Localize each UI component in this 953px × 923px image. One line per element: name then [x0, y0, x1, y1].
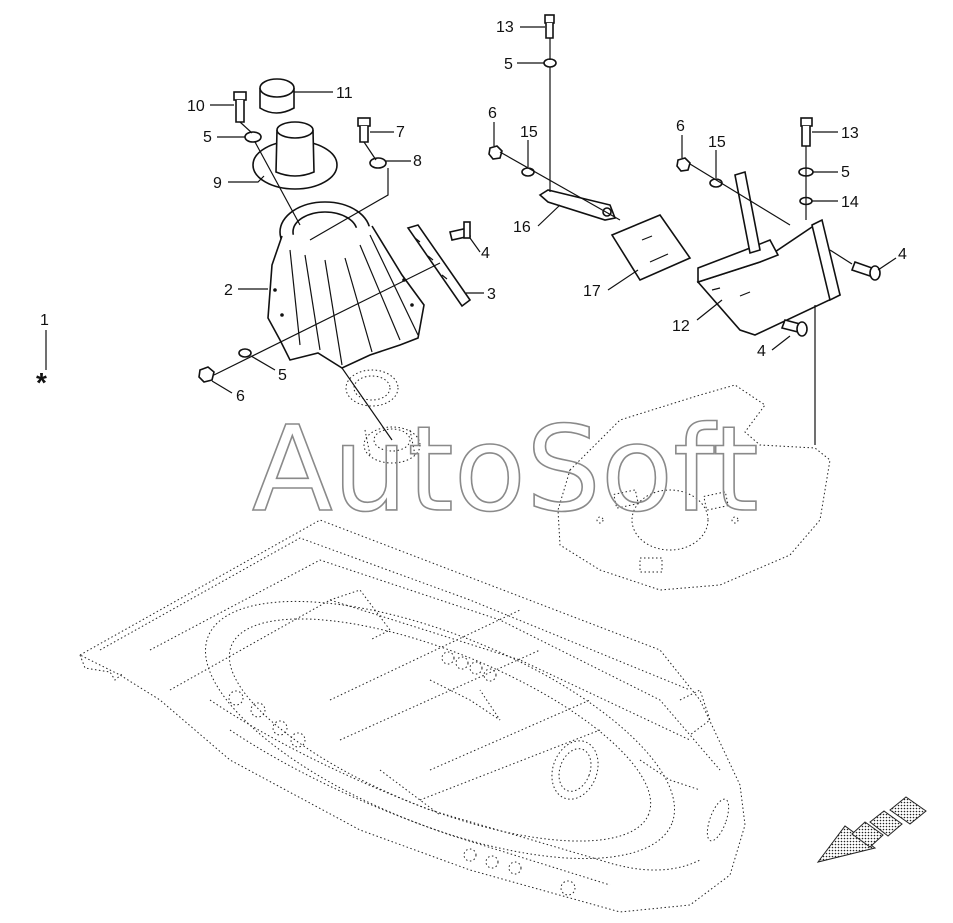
callout-15-right: 15: [708, 134, 726, 151]
spout-flange: [252, 121, 338, 190]
chassis-frame: [78, 519, 746, 913]
cap-11: [259, 78, 295, 114]
callout-5-top: 5: [504, 56, 513, 73]
callout-4-right-upper: 4: [898, 246, 907, 263]
callouts: 1 * 13 5 10 11 5 7 8 9 2 4 3: [36, 19, 907, 405]
callout-15-middle: 15: [520, 124, 538, 141]
callout-6-bottom: 6: [236, 388, 245, 405]
callout-8: 8: [413, 153, 422, 170]
callout-14: 14: [841, 194, 859, 211]
callout-9: 9: [213, 175, 222, 192]
callout-11: 11: [336, 85, 353, 102]
direction-arrow-icon: [816, 796, 927, 863]
callout-5-left: 5: [203, 129, 212, 146]
strip-3: [406, 224, 472, 308]
callout-7: 7: [396, 124, 405, 141]
callout-5-right: 5: [841, 164, 850, 181]
asterisk-symbol: *: [36, 367, 47, 398]
callout-12: 12: [672, 318, 690, 335]
fasteners: [198, 14, 881, 383]
cover-12: [696, 170, 841, 336]
callout-1: 1: [40, 312, 49, 329]
assembly-lines: [213, 38, 853, 445]
callout-3: 3: [487, 286, 496, 303]
bracket-16: [538, 189, 617, 221]
callout-13-right: 13: [841, 125, 859, 142]
callout-4-funnel: 4: [481, 245, 490, 262]
plate-17: [610, 214, 692, 282]
callout-16: 16: [513, 219, 531, 236]
callout-5-bottom: 5: [278, 367, 287, 384]
callout-6-right: 6: [676, 118, 685, 135]
callout-4-right-lower: 4: [757, 343, 766, 360]
watermark-text: AutoSoft: [252, 400, 759, 538]
bottom-plate: [557, 384, 831, 591]
callout-10: 10: [187, 98, 205, 115]
funnel-cone: [267, 201, 425, 369]
callout-17: 17: [583, 283, 601, 300]
callout-2: 2: [224, 282, 233, 299]
gaskets-dotted: [345, 369, 421, 464]
callout-6-middle: 6: [488, 105, 497, 122]
callout-13-top: 13: [496, 19, 514, 36]
